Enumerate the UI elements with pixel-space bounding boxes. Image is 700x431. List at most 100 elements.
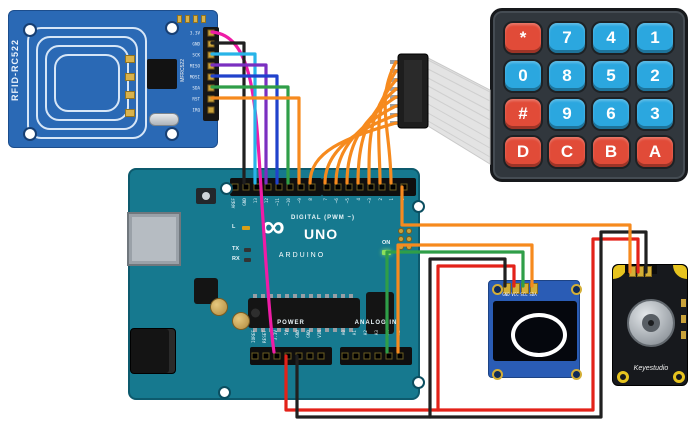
smd-component bbox=[125, 109, 135, 117]
keypad-key-C: C bbox=[549, 137, 585, 167]
pin-hole bbox=[341, 352, 349, 360]
pin-hole bbox=[242, 183, 250, 191]
pin-hole bbox=[352, 352, 360, 360]
pin-hole bbox=[345, 183, 353, 191]
pin-hole bbox=[207, 62, 215, 70]
usb-connector bbox=[127, 212, 181, 266]
pin-label: 13 bbox=[253, 198, 259, 204]
power-section-label: POWER bbox=[277, 320, 305, 326]
smd-component bbox=[185, 15, 190, 23]
digital-section-label: DIGITAL (PWM ~) bbox=[291, 215, 355, 221]
pin-label: SCL bbox=[520, 292, 528, 297]
pin-label: A4 bbox=[385, 330, 391, 336]
pin-label: 5V bbox=[284, 330, 290, 336]
rfid-pin-header bbox=[203, 27, 219, 121]
wire-rfid-mosi bbox=[210, 74, 279, 185]
pin-label: ~5 bbox=[345, 198, 351, 204]
pin-hole bbox=[207, 106, 215, 114]
capacitor bbox=[210, 298, 228, 316]
antenna-coil bbox=[36, 36, 138, 130]
pin-label: GND bbox=[295, 330, 301, 338]
on-label: ON bbox=[382, 240, 391, 246]
digital-header-left bbox=[230, 178, 322, 196]
pin-hole bbox=[323, 183, 331, 191]
module-pin bbox=[637, 266, 644, 277]
crystal-oscillator bbox=[149, 113, 179, 126]
pin-hole bbox=[253, 183, 261, 191]
pin-label: 4 bbox=[356, 198, 362, 201]
mounting-hole bbox=[412, 376, 425, 389]
pin-hole bbox=[207, 51, 215, 59]
mounting-hole bbox=[412, 200, 425, 213]
smd-component bbox=[177, 15, 182, 23]
mounting-hole bbox=[165, 21, 179, 35]
buzzer-module-board: Keyestudio bbox=[612, 264, 688, 386]
module-pin bbox=[629, 266, 636, 277]
smd-component bbox=[201, 15, 206, 23]
smd-component bbox=[125, 91, 135, 99]
keypad-key-*: * bbox=[505, 23, 541, 53]
l-led bbox=[242, 226, 250, 230]
oled-screen bbox=[493, 301, 577, 361]
pin-hole bbox=[207, 95, 215, 103]
solder-pad bbox=[681, 299, 686, 307]
secondary-chip bbox=[366, 292, 394, 334]
mounting-hole bbox=[571, 284, 582, 295]
pin-label: SCK bbox=[192, 52, 200, 58]
keypad-key-A: A bbox=[637, 137, 673, 167]
mounting-hole bbox=[218, 386, 231, 399]
pin-hole bbox=[385, 352, 393, 360]
pin-label: 2 bbox=[378, 198, 384, 201]
pin-label: A2 bbox=[363, 330, 369, 336]
pin-label: A0 bbox=[341, 330, 347, 336]
pin-hole bbox=[308, 183, 316, 191]
antenna-coil bbox=[54, 54, 120, 112]
oled-display-ring bbox=[511, 313, 567, 357]
pin-label: SDA bbox=[529, 292, 537, 297]
mounting-hole bbox=[165, 127, 179, 141]
wire-module-signal bbox=[400, 185, 632, 274]
mounting-hole bbox=[23, 127, 37, 141]
pin-hole bbox=[363, 352, 371, 360]
tx-led bbox=[244, 248, 251, 252]
rfid-board-label: RFID-RC522 bbox=[10, 39, 20, 102]
pin-label: AREF bbox=[231, 198, 237, 209]
keypad-connector bbox=[390, 53, 429, 129]
pin-hole bbox=[306, 352, 314, 360]
antenna-coil bbox=[27, 27, 147, 139]
pin-label: GND bbox=[502, 292, 510, 297]
smd-component bbox=[125, 55, 135, 63]
pin-hole bbox=[251, 352, 259, 360]
pin-label: ~11 bbox=[275, 198, 281, 206]
keypad-key-3: 3 bbox=[637, 99, 673, 129]
pin-hole bbox=[275, 183, 283, 191]
pin-label: ~3 bbox=[367, 198, 373, 204]
digital-header-right bbox=[322, 178, 416, 196]
pin-hole bbox=[297, 183, 305, 191]
pin-label: MOSI bbox=[189, 74, 200, 80]
mounting-hole bbox=[571, 369, 582, 380]
mounting-hole bbox=[492, 369, 503, 380]
keypad-key-#: # bbox=[505, 99, 541, 129]
capacitor bbox=[232, 312, 250, 330]
pin-label: IRQ bbox=[192, 107, 200, 113]
pin-label: 1 bbox=[389, 198, 395, 201]
pin-label: IOREF bbox=[251, 330, 257, 343]
keypad-key-B: B bbox=[593, 137, 629, 167]
pin-hole bbox=[264, 183, 272, 191]
wire-keypad-1 bbox=[383, 60, 398, 185]
mounting-hole bbox=[673, 371, 685, 383]
pin-hole bbox=[378, 183, 386, 191]
pin-label: GND bbox=[192, 41, 200, 47]
pin-label: ~6 bbox=[334, 198, 340, 204]
reset-button bbox=[196, 188, 216, 204]
